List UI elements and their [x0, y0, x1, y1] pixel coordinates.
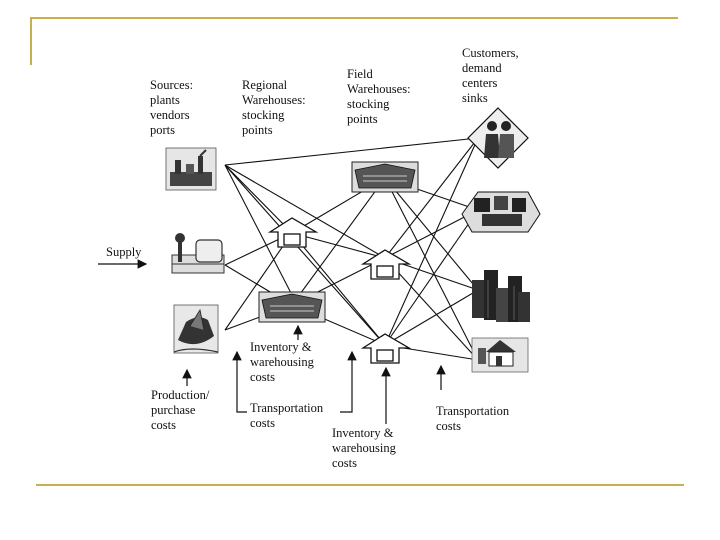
warehouse-icon: [360, 333, 412, 364]
svg-text:ports: ports: [150, 123, 175, 137]
top-rule: [30, 17, 678, 19]
svg-text:costs: costs: [151, 418, 176, 432]
svg-text:stocking: stocking: [242, 108, 285, 122]
svg-text:Field: Field: [347, 67, 373, 81]
svg-text:centers: centers: [462, 76, 498, 90]
field-warehouses-label: Field Warehouses: stocking points: [347, 67, 411, 126]
svg-text:plants: plants: [150, 93, 180, 107]
svg-text:Inventory &: Inventory &: [332, 426, 394, 440]
svg-text:Transportation: Transportation: [250, 401, 324, 415]
svg-text:Production/: Production/: [151, 388, 210, 402]
transport-costs-label-2: Transportation costs: [436, 404, 510, 433]
svg-text:Transportation: Transportation: [436, 404, 510, 418]
city-buildings-icon: [472, 270, 530, 322]
refinery-icon: [171, 233, 225, 274]
production-costs-label: Production/ purchase costs: [151, 388, 210, 432]
svg-text:warehousing: warehousing: [332, 441, 397, 455]
svg-text:Warehouses:: Warehouses:: [242, 93, 306, 107]
svg-text:points: points: [347, 112, 378, 126]
svg-text:points: points: [242, 123, 273, 137]
warehouse-building-icon: [351, 161, 419, 193]
svg-text:sinks: sinks: [462, 91, 488, 105]
network-links: [224, 137, 479, 361]
shopping-center-icon: [461, 191, 541, 233]
svg-text:purchase: purchase: [151, 403, 196, 417]
svg-text:demand: demand: [462, 61, 502, 75]
house-icon: [471, 337, 529, 373]
warehouse-icon: [267, 217, 319, 248]
svg-text:Warehouses:: Warehouses:: [347, 82, 411, 96]
svg-text:Sources:: Sources:: [150, 78, 193, 92]
svg-text:costs: costs: [332, 456, 357, 470]
transport-cost-arrow-1b: [340, 350, 357, 413]
bottom-rule: [36, 484, 684, 486]
svg-text:Customers,: Customers,: [462, 46, 519, 60]
sources-label: Sources: plants vendors ports: [150, 78, 193, 137]
warehouse-building-icon: [258, 291, 326, 323]
ship-port-icon: [173, 304, 219, 354]
svg-text:costs: costs: [436, 419, 461, 433]
left-rule: [30, 17, 32, 65]
inventory-costs-label-1: Inventory & warehousing costs: [250, 340, 315, 384]
inventory-costs-label-2: Inventory & warehousing costs: [332, 426, 397, 470]
transport-costs-label-1: Transportation costs: [250, 401, 324, 430]
svg-text:Inventory &: Inventory &: [250, 340, 312, 354]
warehouse-icon: [360, 249, 412, 280]
svg-text:warehousing: warehousing: [250, 355, 315, 369]
svg-text:costs: costs: [250, 370, 275, 384]
people-icon: [467, 107, 529, 169]
regional-warehouses-label: Regional Warehouses: stocking points: [242, 78, 306, 137]
supply-label: Supply: [106, 245, 142, 259]
svg-text:stocking: stocking: [347, 97, 390, 111]
svg-text:Regional: Regional: [242, 78, 288, 92]
svg-text:vendors: vendors: [150, 108, 190, 122]
transport-cost-arrow-1: [232, 350, 247, 413]
svg-text:costs: costs: [250, 416, 275, 430]
factory-icon: [165, 147, 217, 191]
customers-label: Customers, demand centers sinks: [462, 46, 519, 105]
